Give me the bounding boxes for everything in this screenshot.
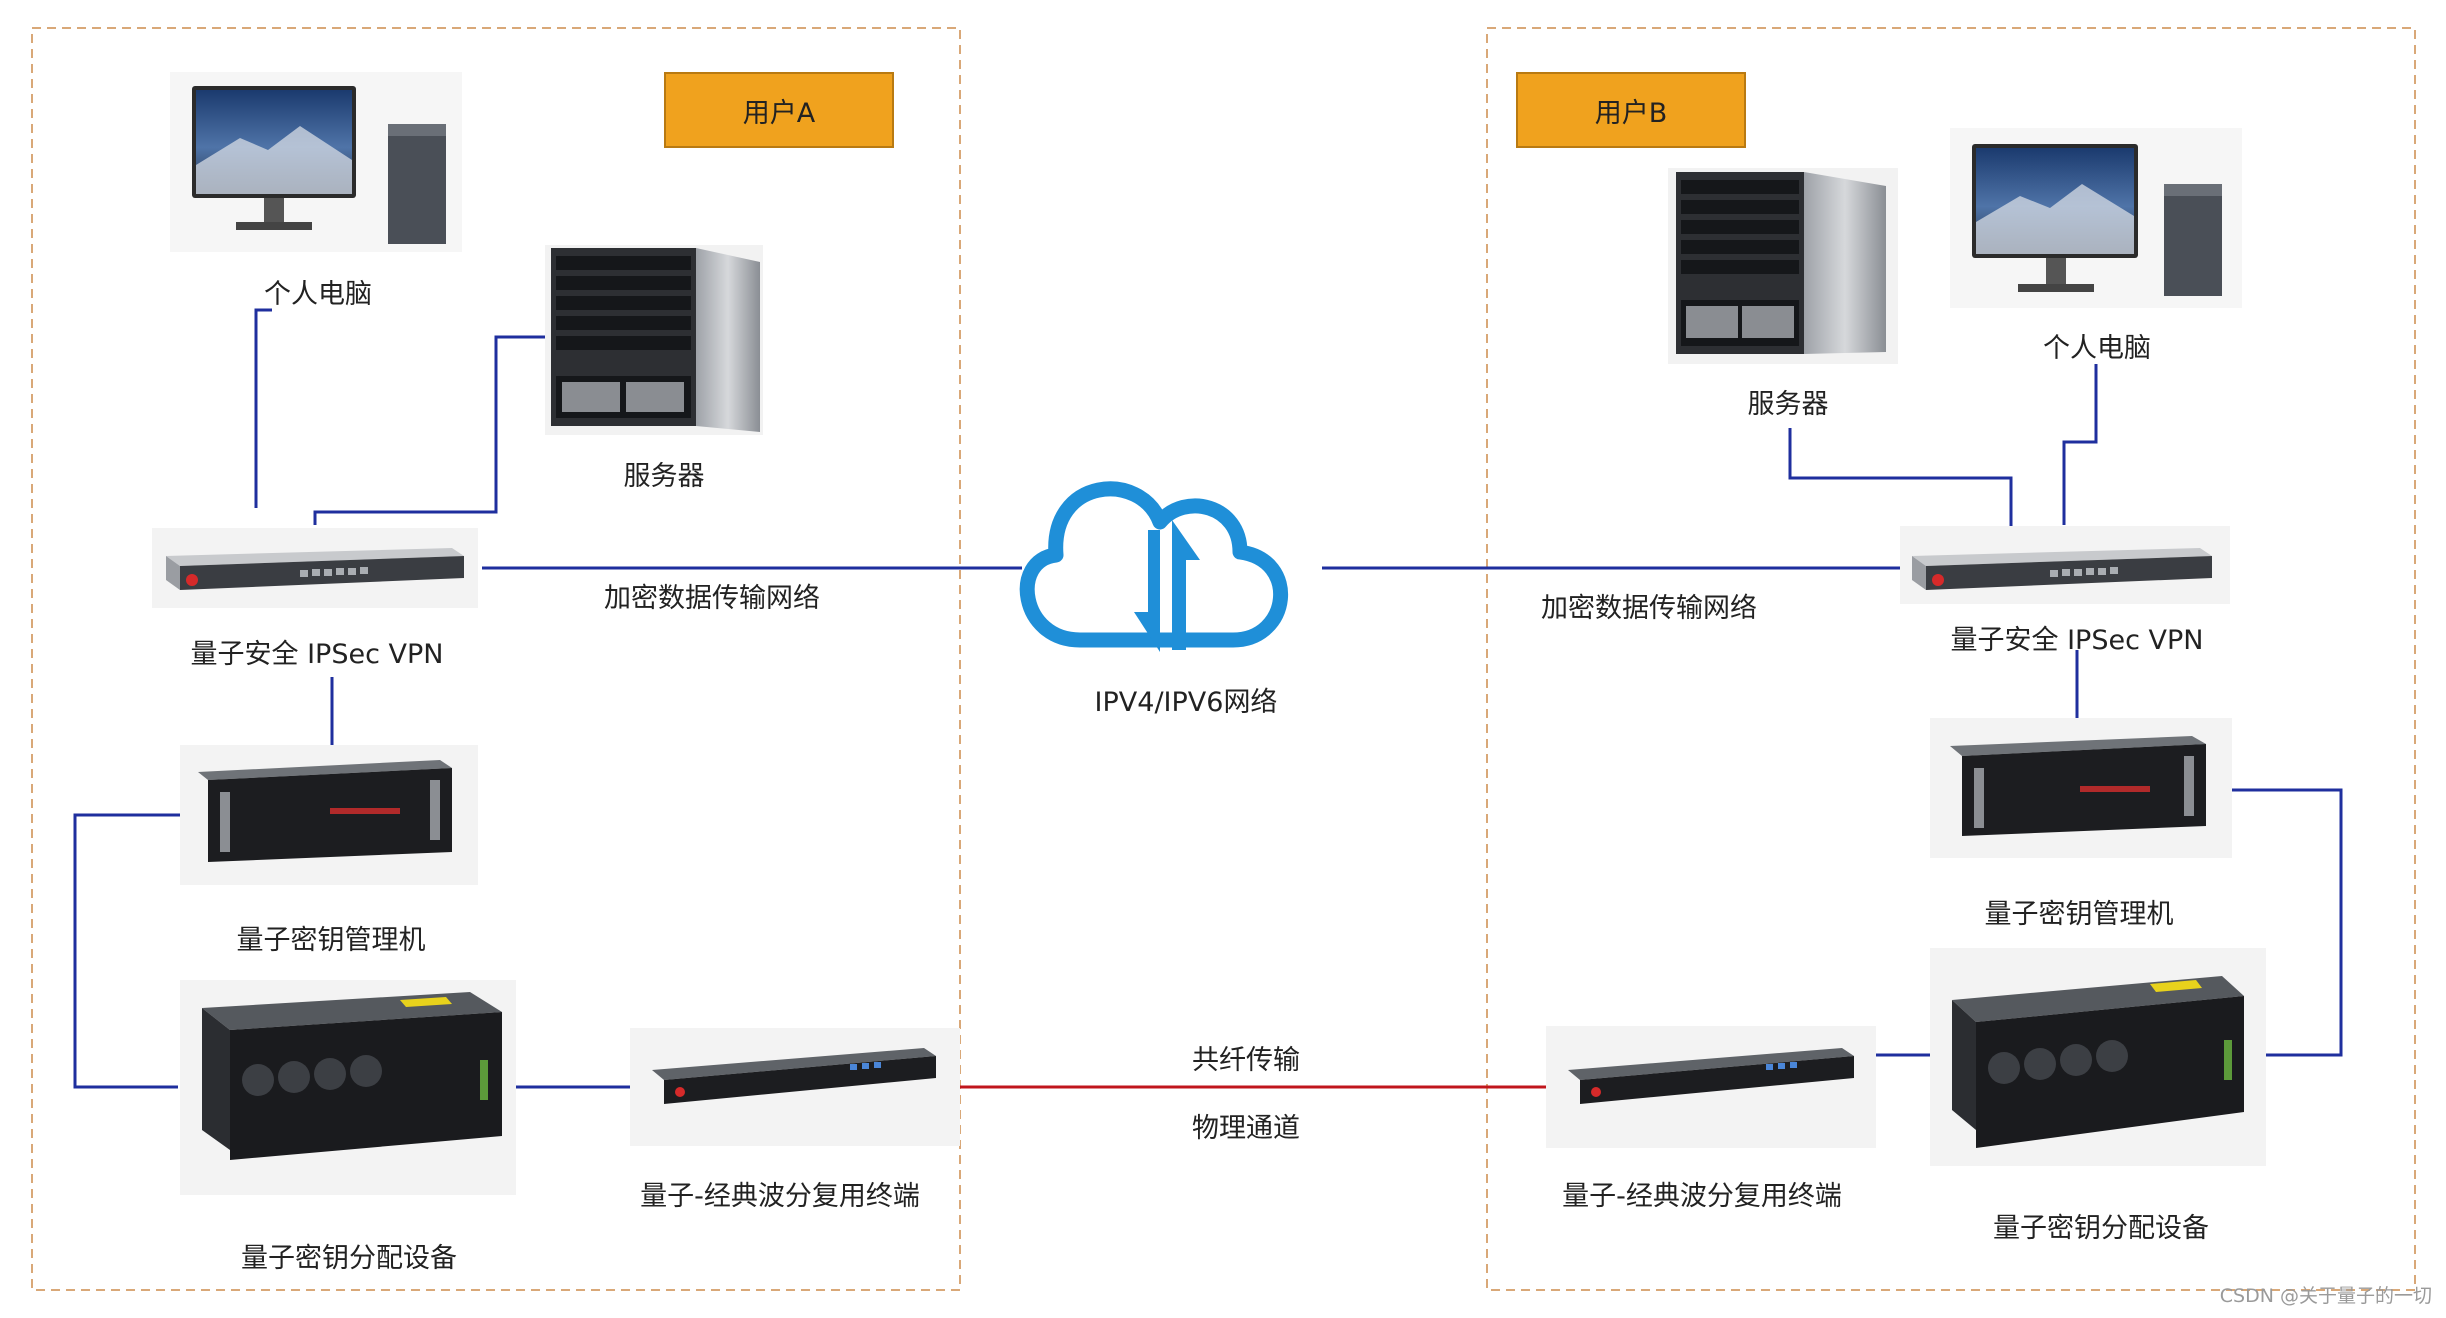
pc-label-left: 个人电脑 xyxy=(264,279,372,310)
kms-icon-left xyxy=(180,745,478,885)
wdm-label-right: 量子-经典波分复用终端 xyxy=(1562,1181,1842,1212)
vpn-label-right: 量子安全 IPSec VPN xyxy=(1950,625,2204,656)
vpn-label-left: 量子安全 IPSec VPN xyxy=(190,639,444,670)
qkd-label-left: 量子密钥分配设备 xyxy=(241,1243,457,1274)
watermark: CSDN @关于量子的一切 xyxy=(2219,1285,2432,1307)
pc-label-right: 个人电脑 xyxy=(2043,333,2151,364)
cloud-label: IPV4/IPV6网络 xyxy=(1094,687,1278,718)
user-b-label: 用户B xyxy=(1516,72,1746,148)
wdm-label-left: 量子-经典波分复用终端 xyxy=(640,1181,920,1212)
kms-label-right: 量子密钥管理机 xyxy=(1984,899,2174,930)
physical-channel-label: 物理通道 xyxy=(1192,1113,1300,1144)
kms-icon-right xyxy=(1930,718,2232,858)
qkd-icon-left xyxy=(180,980,516,1195)
encrypted-network-label-left: 加密数据传输网络 xyxy=(604,583,820,614)
qkd-icon-right xyxy=(1930,948,2266,1166)
user-b-text: 用户B xyxy=(1594,97,1668,129)
pc-icon-right xyxy=(1950,128,2242,308)
encrypted-network-label-right: 加密数据传输网络 xyxy=(1541,593,1757,624)
link-kms-qkd-right xyxy=(2232,788,2343,1057)
link-kms-qkd-left xyxy=(73,813,180,1089)
server-label-right: 服务器 xyxy=(1747,389,1829,420)
fiber-label: 共纤传输 xyxy=(1192,1045,1300,1076)
link-vpn-pc-left xyxy=(254,308,272,508)
link-vpn-server-left xyxy=(313,335,552,525)
kms-label-left: 量子密钥管理机 xyxy=(236,925,426,956)
connection-lines xyxy=(73,308,2343,1089)
user-a-label: 用户A xyxy=(664,72,894,148)
vpn-icon-right xyxy=(1900,526,2230,604)
user-a-text: 用户A xyxy=(742,97,816,129)
pc-icon-left xyxy=(170,72,462,252)
wdm-icon-right xyxy=(1546,1026,1876,1148)
link-vpn-server-right xyxy=(1788,428,2013,538)
server-icon-left xyxy=(545,245,763,435)
cloud-icon xyxy=(1019,481,1289,652)
link-vpn-pc-right xyxy=(2062,364,2098,525)
wdm-icon-left xyxy=(630,1028,960,1146)
server-icon-right xyxy=(1668,168,1898,364)
vpn-icon-left xyxy=(152,528,478,608)
qkd-label-right: 量子密钥分配设备 xyxy=(1993,1213,2209,1244)
server-label-left: 服务器 xyxy=(623,461,705,492)
